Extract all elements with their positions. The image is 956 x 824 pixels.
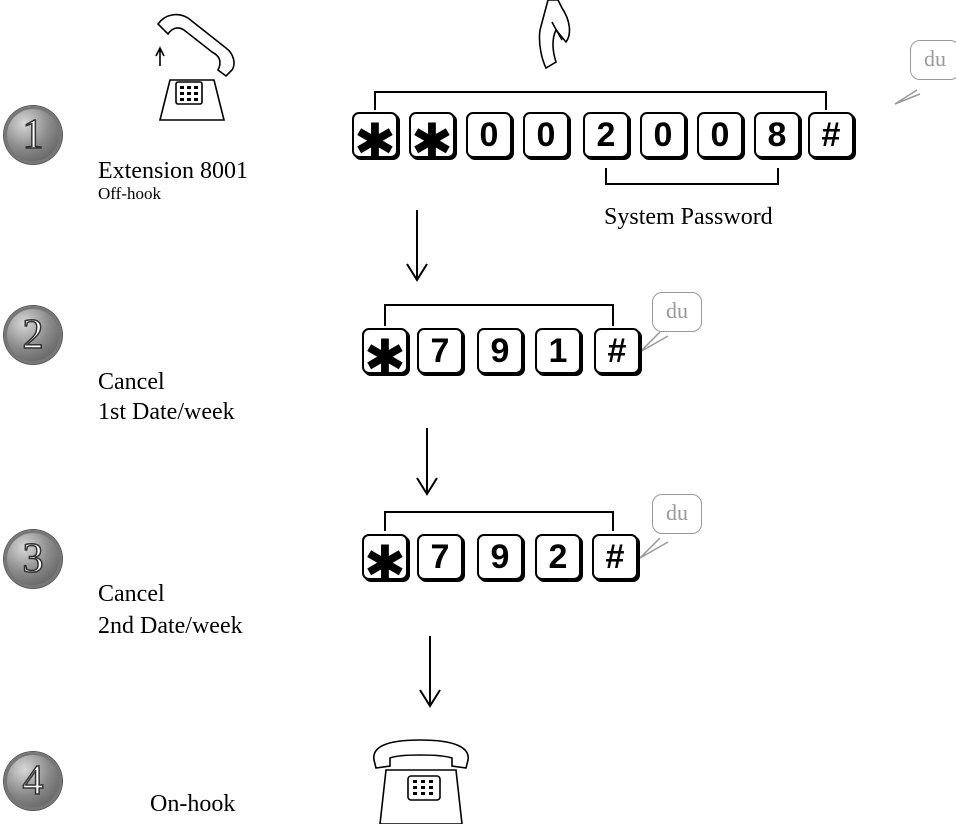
key-star: ✱ xyxy=(352,112,398,170)
sequence2-top-bracket xyxy=(384,304,614,326)
arrow-down-icon xyxy=(419,636,441,708)
key-hash: # xyxy=(592,534,638,580)
key-star: ✱ xyxy=(409,112,455,170)
key-8: 8 xyxy=(754,112,800,158)
sequence1-top-bracket xyxy=(374,91,827,110)
system-password-label: System Password xyxy=(604,204,773,230)
step-number: 1 xyxy=(22,111,45,159)
key-0: 0 xyxy=(697,112,743,158)
step-number: 2 xyxy=(22,311,45,359)
phone-offhook-icon xyxy=(155,13,235,121)
key-7: 7 xyxy=(417,328,463,374)
key-hash: # xyxy=(808,112,854,158)
speech-bubble: du xyxy=(652,292,702,332)
arrow-down-icon xyxy=(406,210,428,282)
key-2: 2 xyxy=(583,112,629,158)
step3-label: Cancel xyxy=(98,581,165,607)
step1-sublabel: Off-hook xyxy=(98,184,161,203)
password-bracket xyxy=(605,168,779,185)
key-2: 2 xyxy=(535,534,581,580)
key-1: 1 xyxy=(535,328,581,374)
step-number: 3 xyxy=(22,535,45,583)
key-star: ✱ xyxy=(362,534,408,592)
key-0: 0 xyxy=(466,112,512,158)
step2-label: Cancel xyxy=(98,369,165,395)
key-0: 0 xyxy=(640,112,686,158)
step4-label: On-hook xyxy=(150,791,236,817)
step-number: 4 xyxy=(22,757,45,805)
key-9: 9 xyxy=(477,534,523,580)
speech-bubble: du xyxy=(652,494,702,534)
arrow-down-icon xyxy=(416,428,438,496)
key-star: ✱ xyxy=(362,328,408,386)
key-hash: # xyxy=(594,328,640,374)
speech-bubble: du xyxy=(910,40,956,80)
step-number-badge: 2 xyxy=(4,306,62,364)
finger-press-icon xyxy=(538,0,571,70)
key-9: 9 xyxy=(477,328,523,374)
step-number-badge: 4 xyxy=(4,752,62,810)
key-7: 7 xyxy=(417,534,463,580)
key-0: 0 xyxy=(523,112,569,158)
step-number-badge: 1 xyxy=(4,106,62,164)
step1-label: Extension 8001 xyxy=(98,158,248,184)
step2-sublabel: 1st Date/week xyxy=(98,399,235,425)
sequence3-top-bracket xyxy=(384,511,614,531)
step3-sublabel: 2nd Date/week xyxy=(98,613,243,639)
step-number-badge: 3 xyxy=(4,530,62,588)
phone-onhook-icon xyxy=(373,739,469,824)
